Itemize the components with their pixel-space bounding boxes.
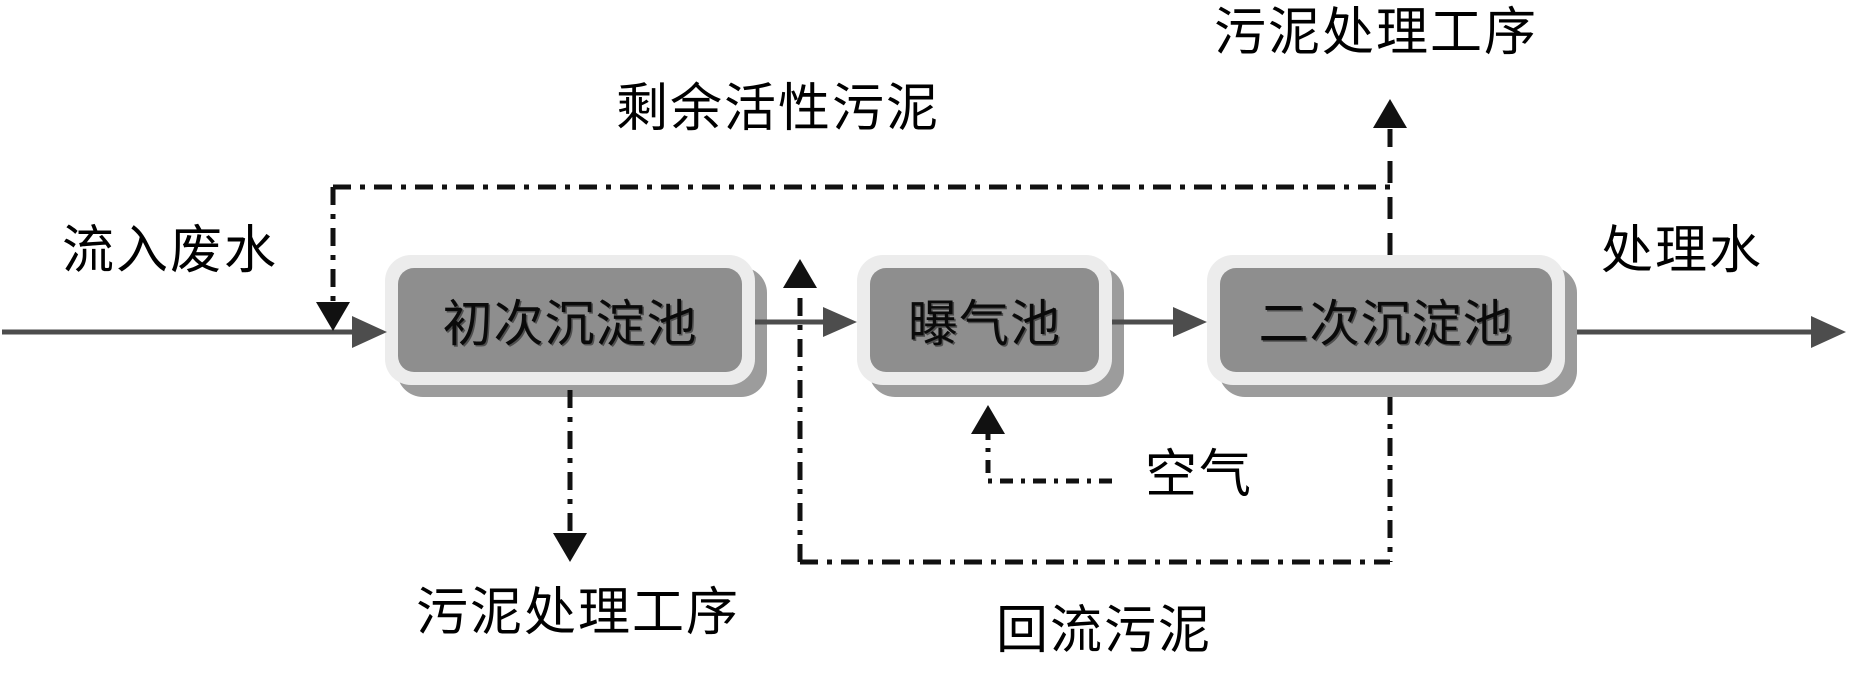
secondary-tank-inner <box>1220 268 1552 372</box>
secondary-tank-label: 二次沉淀池 <box>1258 296 1514 352</box>
return-sludge-arrowhead <box>783 259 817 288</box>
primary-tank-label: 初次沉淀池 <box>442 296 698 352</box>
air-line <box>985 433 1112 484</box>
excess-sludge-label: 剩余活性污泥 <box>616 81 941 138</box>
influent-label: 流入废水 <box>62 223 279 280</box>
primary-tank-inner <box>398 268 742 372</box>
primary-to-aeration-arrowhead <box>823 307 857 337</box>
air-label: 空气 <box>1144 447 1253 504</box>
aeration-tank-inner <box>870 268 1099 372</box>
primary-sludge-arrowhead <box>553 533 587 562</box>
excess-sludge-arrowhead <box>316 302 350 331</box>
sludge-treatment-arrowhead <box>1373 99 1407 128</box>
return-sludge-label: 回流污泥 <box>996 603 1213 660</box>
sludge-treatment-bottom-label: 污泥处理工序 <box>416 585 741 642</box>
effluent-arrowhead <box>1811 316 1846 348</box>
aeration-to-secondary-arrowhead <box>1173 307 1207 337</box>
sludge-treatment-top-label: 污泥处理工序 <box>1213 5 1538 62</box>
treated-water-label: 处理水 <box>1600 223 1763 280</box>
air-arrowhead <box>971 405 1005 434</box>
aeration-tank-label: 曝气池 <box>908 296 1061 352</box>
influent-arrowhead <box>352 316 387 348</box>
